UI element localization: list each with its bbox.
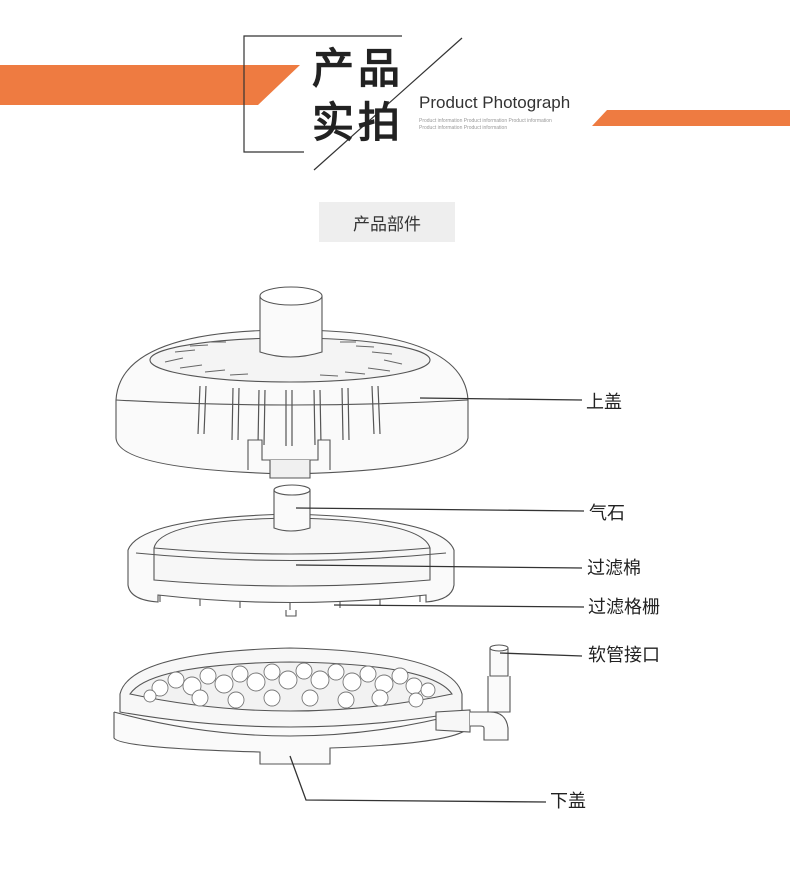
leader-lines [289, 397, 585, 803]
label-filter-cotton: 过滤棉 [587, 558, 641, 579]
orange-band-left [0, 65, 300, 105]
leader-filter-cotton [295, 564, 583, 569]
label-top-cover: 上盖 [586, 392, 622, 413]
filter-assembly-drawing [127, 484, 455, 617]
orange-band-right [592, 110, 790, 126]
leader-bottom-cover [289, 755, 547, 803]
header-title-line2: 实拍 [312, 98, 405, 147]
label-filter-grid: 过滤格栅 [588, 597, 660, 618]
header-title-line1: 产品 [312, 44, 405, 93]
section-badge: 产品部件 [319, 202, 455, 242]
bio-balls [143, 662, 436, 709]
header-en-sub-2: Product information Product information [419, 125, 508, 131]
frame-lines [243, 35, 402, 153]
header-decoration [0, 35, 790, 171]
label-air-stone: 气石 [589, 503, 625, 524]
leader-top-cover [419, 397, 583, 401]
header-en-sub-1: Product information Product information … [419, 118, 552, 124]
top-cover-drawing [115, 286, 469, 479]
leader-filter-grid [333, 604, 585, 608]
bottom-cover-drawing [113, 644, 511, 765]
label-bottom-cover: 下盖 [550, 791, 586, 812]
label-hose-connector: 软管接口 [588, 645, 660, 666]
leader-hose-connector [499, 652, 583, 657]
leader-air-stone [295, 507, 585, 512]
diagonal-line [313, 37, 463, 171]
header-en-title: Product Photograph [419, 93, 571, 112]
